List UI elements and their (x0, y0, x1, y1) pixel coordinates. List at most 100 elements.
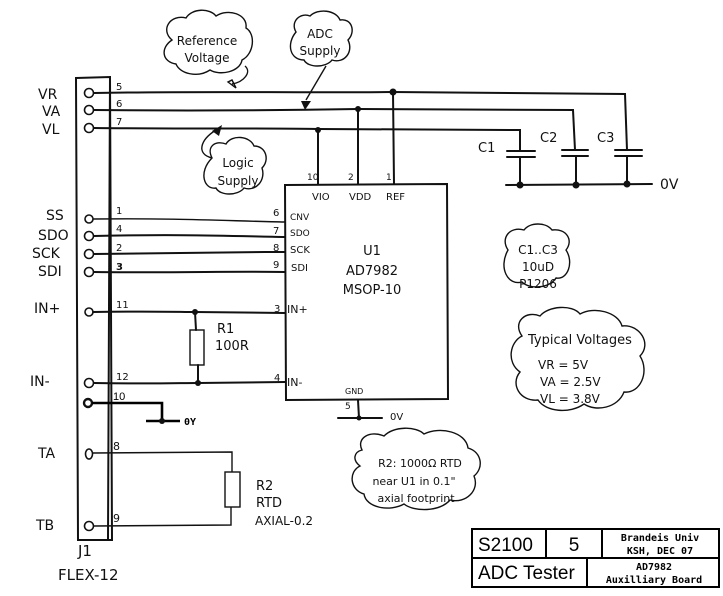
net-vr (93, 90, 628, 151)
junction-dot (389, 88, 397, 96)
junction-dot (315, 127, 321, 133)
cap-ref: C2 (540, 131, 557, 146)
note-text: Logic (222, 156, 253, 170)
pin-terminal (83, 87, 95, 99)
org-line-2: KSH, DEC 07 (627, 546, 693, 557)
cloud-bubble (351, 427, 481, 511)
ic-pin-name: CNV (290, 213, 310, 223)
r1-lead (194, 311, 197, 331)
pin-terminal (84, 214, 94, 224)
pin-row-in-plus: IN+ 11 (34, 300, 129, 317)
pin-terminal (83, 520, 95, 532)
r2-body (224, 471, 241, 508)
connector-j1: J1 FLEX-12 (58, 75, 119, 584)
net-vl (93, 127, 521, 151)
pin-number: 7 (116, 117, 122, 128)
ic-pin-number: 6 (273, 208, 279, 219)
ic-pin-name: VIO (312, 192, 330, 203)
ic-part: AD7982 (346, 264, 398, 279)
ic-pin-name: IN+ (287, 303, 308, 316)
capacitor-bank: C1 C2 C3 0V (478, 131, 679, 193)
note-logic-supply: Logic Supply (201, 125, 267, 195)
signal-wires (92, 218, 286, 386)
net-sdi (93, 270, 286, 274)
org-line-1: Brandeis Univ (621, 532, 699, 544)
resistor-r1: R1 100R (189, 311, 249, 384)
ic-pin-number: 10 (307, 173, 319, 183)
r2-footprint: AXIAL-0.2 (255, 514, 313, 528)
net-va (93, 107, 576, 151)
arrowhead (226, 79, 237, 89)
pin-row-sdi: SDI 3 (38, 262, 123, 280)
arrowhead (301, 101, 311, 110)
capacitor-c3: C3 (597, 131, 643, 186)
ground-label-caps: 0V (660, 177, 679, 193)
pin-row-sdo: SDO 4 (38, 224, 122, 244)
note-text: axial footprint (377, 492, 455, 505)
net-pin10 (92, 401, 164, 421)
note-text: VL = 3.8V (540, 392, 601, 406)
ic-pin-name: GND (345, 387, 363, 396)
ic-pin-name: IN- (287, 376, 302, 389)
pin-terminal (82, 397, 94, 409)
junction-dot (623, 180, 631, 188)
pin-number: 1 (116, 206, 122, 217)
note-capacitors: C1..C3 10uD P1206 (503, 223, 571, 291)
pin-number: 6 (116, 99, 122, 110)
pin-label: VR (38, 87, 58, 103)
ground-label-pin10: 0Y (184, 417, 196, 428)
note-reference-voltage: Reference Voltage (163, 9, 253, 89)
pin-terminal (83, 266, 95, 278)
ic-pin-name: SDI (291, 263, 308, 274)
pin-terminal (83, 122, 95, 134)
drawing-number: S2100 (478, 535, 533, 556)
pin-label: TA (37, 446, 55, 462)
pin-terminal (84, 448, 94, 460)
ic-pin-number: 3 (274, 304, 280, 315)
r1-ref: R1 (217, 322, 234, 337)
capacitor-c2: C2 (540, 131, 589, 186)
ic-pin-number: 5 (345, 402, 351, 412)
pin10-ground: 0Y (92, 401, 196, 428)
ic-pin-number: 7 (273, 226, 279, 237)
net-tb (93, 507, 232, 527)
connector-body-outline (74, 75, 114, 541)
ic-body (283, 182, 450, 402)
note-rtd: R2: 1000Ω RTD near U1 in 0.1" axial foot… (351, 427, 481, 511)
note-text: 10uD (522, 260, 554, 274)
ground-label-ic: 0V (390, 412, 403, 423)
ic-pin-number: 8 (273, 243, 279, 254)
pin-row-vr: VR 5 (38, 82, 122, 103)
note-text: Voltage (184, 51, 229, 65)
pin-number: 8 (113, 440, 120, 453)
pin-label: SS (46, 208, 64, 224)
junction-dot (516, 181, 524, 189)
ic-pin-name: SCK (290, 245, 310, 256)
pin-number: 10 (113, 391, 125, 403)
note-text: Supply (300, 44, 341, 58)
net-sdo (93, 234, 286, 238)
title-block: S2100 5 Brandeis Univ KSH, DEC 07 ADC Te… (471, 528, 720, 588)
pin-label: TB (35, 518, 54, 534)
callout-arrow (231, 65, 249, 85)
pin-label: SDO (38, 228, 69, 244)
connector-ref: J1 (77, 542, 92, 560)
note-text: near U1 in 0.1" (372, 475, 455, 488)
pin-label: VA (42, 104, 61, 120)
net-sck (93, 251, 286, 255)
pin-label: SDI (38, 264, 62, 280)
pin-row-ss: SS 1 (46, 206, 122, 224)
net-in-plus (92, 310, 286, 314)
pin-label: SCK (32, 246, 61, 262)
power-nets (93, 88, 628, 185)
pin-number: 3 (116, 262, 123, 273)
desc-line-2: Auxilliary Board (606, 574, 702, 586)
connector-pins: VR 5 VA 6 VL 7 SS 1 SDO 4 SCK 2 (30, 82, 129, 534)
note-text: C1..C3 (518, 243, 558, 257)
pin-number: 12 (116, 372, 129, 383)
net-ta (92, 451, 233, 472)
r2-value: RTD (256, 496, 282, 511)
capacitor-c1: C1 (478, 141, 536, 186)
